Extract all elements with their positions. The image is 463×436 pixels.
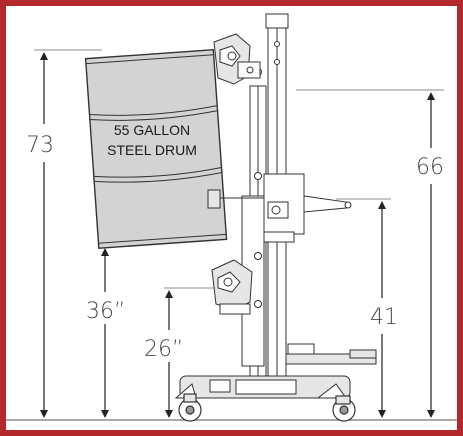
dimension-73: 73 xyxy=(26,49,102,418)
dimension-36-label: 36” xyxy=(86,299,125,324)
drum-label-line2: STEEL DRUM xyxy=(107,142,197,158)
drum-lifter-diagram: 73 66 36” 26” 41 55 GALLON xyxy=(6,13,457,422)
lift-carriage xyxy=(207,173,352,243)
lower-drum-clamp xyxy=(211,259,253,315)
upper-drum-clamp xyxy=(213,33,261,85)
dimension-36: 36” xyxy=(86,248,125,418)
wheel-rear-icon xyxy=(332,395,356,422)
dimension-26: 26” xyxy=(144,287,218,418)
dimension-66-label: 66 xyxy=(416,155,444,180)
wheel-front-icon xyxy=(178,393,202,422)
diagram-frame: 73 66 36” 26” 41 55 GALLON xyxy=(6,6,457,430)
foot-pedal xyxy=(285,343,377,365)
dimension-41-label: 41 xyxy=(370,305,398,330)
steel-drum xyxy=(84,49,228,249)
lifter-base xyxy=(174,375,351,399)
dimension-41: 41 xyxy=(336,198,398,418)
drum-label-line1: 55 GALLON xyxy=(114,122,190,138)
dimension-26-label: 26” xyxy=(144,337,183,362)
dimension-73-label: 73 xyxy=(26,133,54,158)
dimension-66: 66 xyxy=(296,89,444,418)
